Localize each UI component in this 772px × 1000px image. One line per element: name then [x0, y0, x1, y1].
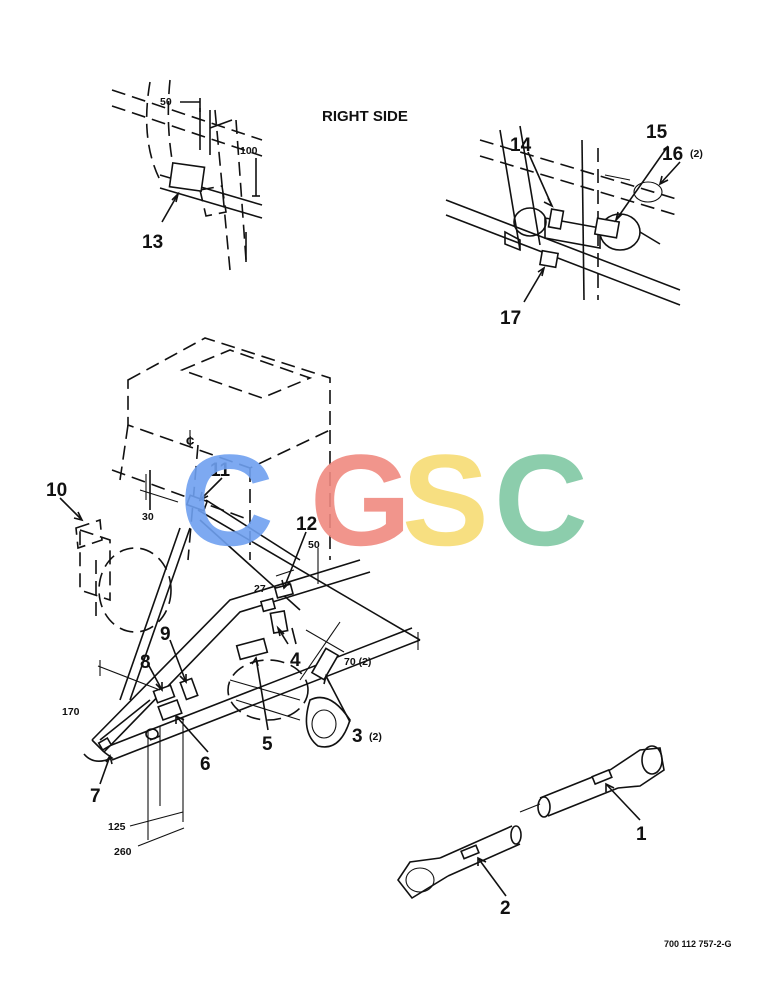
callout-1: 1	[636, 824, 647, 845]
callout-15: 15	[646, 122, 668, 143]
dim-27: 27	[254, 583, 266, 595]
callout-10: 10	[46, 480, 67, 501]
decal-11	[185, 494, 209, 512]
callout-13: 13	[142, 232, 163, 253]
callout-11: 11	[210, 460, 231, 481]
decal-13	[168, 161, 206, 193]
dim-100: 100	[240, 145, 258, 157]
leader-lines	[99, 477, 351, 785]
decal-15	[593, 217, 621, 239]
watermark-letter-s: S	[402, 427, 489, 573]
watermark-letter-c2: C	[494, 427, 588, 573]
callout-7: 7	[90, 786, 101, 807]
decal-6	[157, 698, 183, 722]
dim-170: 170	[62, 706, 80, 718]
dimension-lines	[97, 474, 419, 847]
decal-17	[538, 249, 560, 269]
callout-9: 9	[160, 624, 171, 645]
view-title: RIGHT SIDE	[322, 108, 408, 125]
callout-6: 6	[200, 754, 211, 775]
drive-shaft	[397, 745, 665, 900]
callout-16-qty: (2)	[690, 148, 703, 160]
decal-7	[97, 736, 113, 752]
callout-5: 5	[262, 734, 273, 755]
callout-14: 14	[510, 135, 532, 156]
decal-14	[547, 208, 565, 230]
dim-70: 70 (2)	[344, 656, 371, 668]
decal-2	[460, 844, 480, 860]
watermark-letter-c1: C	[180, 427, 274, 573]
decal-8	[152, 684, 176, 704]
baler-outline	[59, 337, 421, 762]
decal-12	[273, 583, 295, 599]
callout-3-qty: (2)	[369, 731, 382, 743]
drawing-number: 700 112 757-2-G	[664, 939, 732, 949]
callout-16: 16	[662, 144, 683, 165]
decal-3	[310, 647, 340, 681]
callout-8: 8	[140, 652, 151, 673]
decal-5	[235, 637, 269, 661]
inset-left-detail	[111, 79, 263, 271]
callout-3: 3	[352, 726, 363, 747]
callout-17: 17	[500, 308, 521, 329]
callout-4: 4	[290, 650, 301, 671]
dim-50-top: 50	[160, 96, 172, 108]
dim-125: 125	[108, 821, 126, 833]
dim-30: 30	[142, 511, 154, 523]
watermark-logo: C G S C	[180, 427, 588, 573]
dim-260: 260	[114, 846, 132, 858]
callout-2: 2	[500, 898, 511, 919]
inset-right-detail	[445, 125, 681, 306]
decal-9	[179, 677, 199, 701]
centerline-mark: ¢	[186, 433, 194, 450]
dim-50: 50	[308, 539, 320, 551]
decal-12b	[259, 597, 277, 613]
decal-1	[591, 768, 613, 786]
watermark-letter-g: G	[310, 427, 411, 573]
callout-12: 12	[296, 514, 317, 535]
